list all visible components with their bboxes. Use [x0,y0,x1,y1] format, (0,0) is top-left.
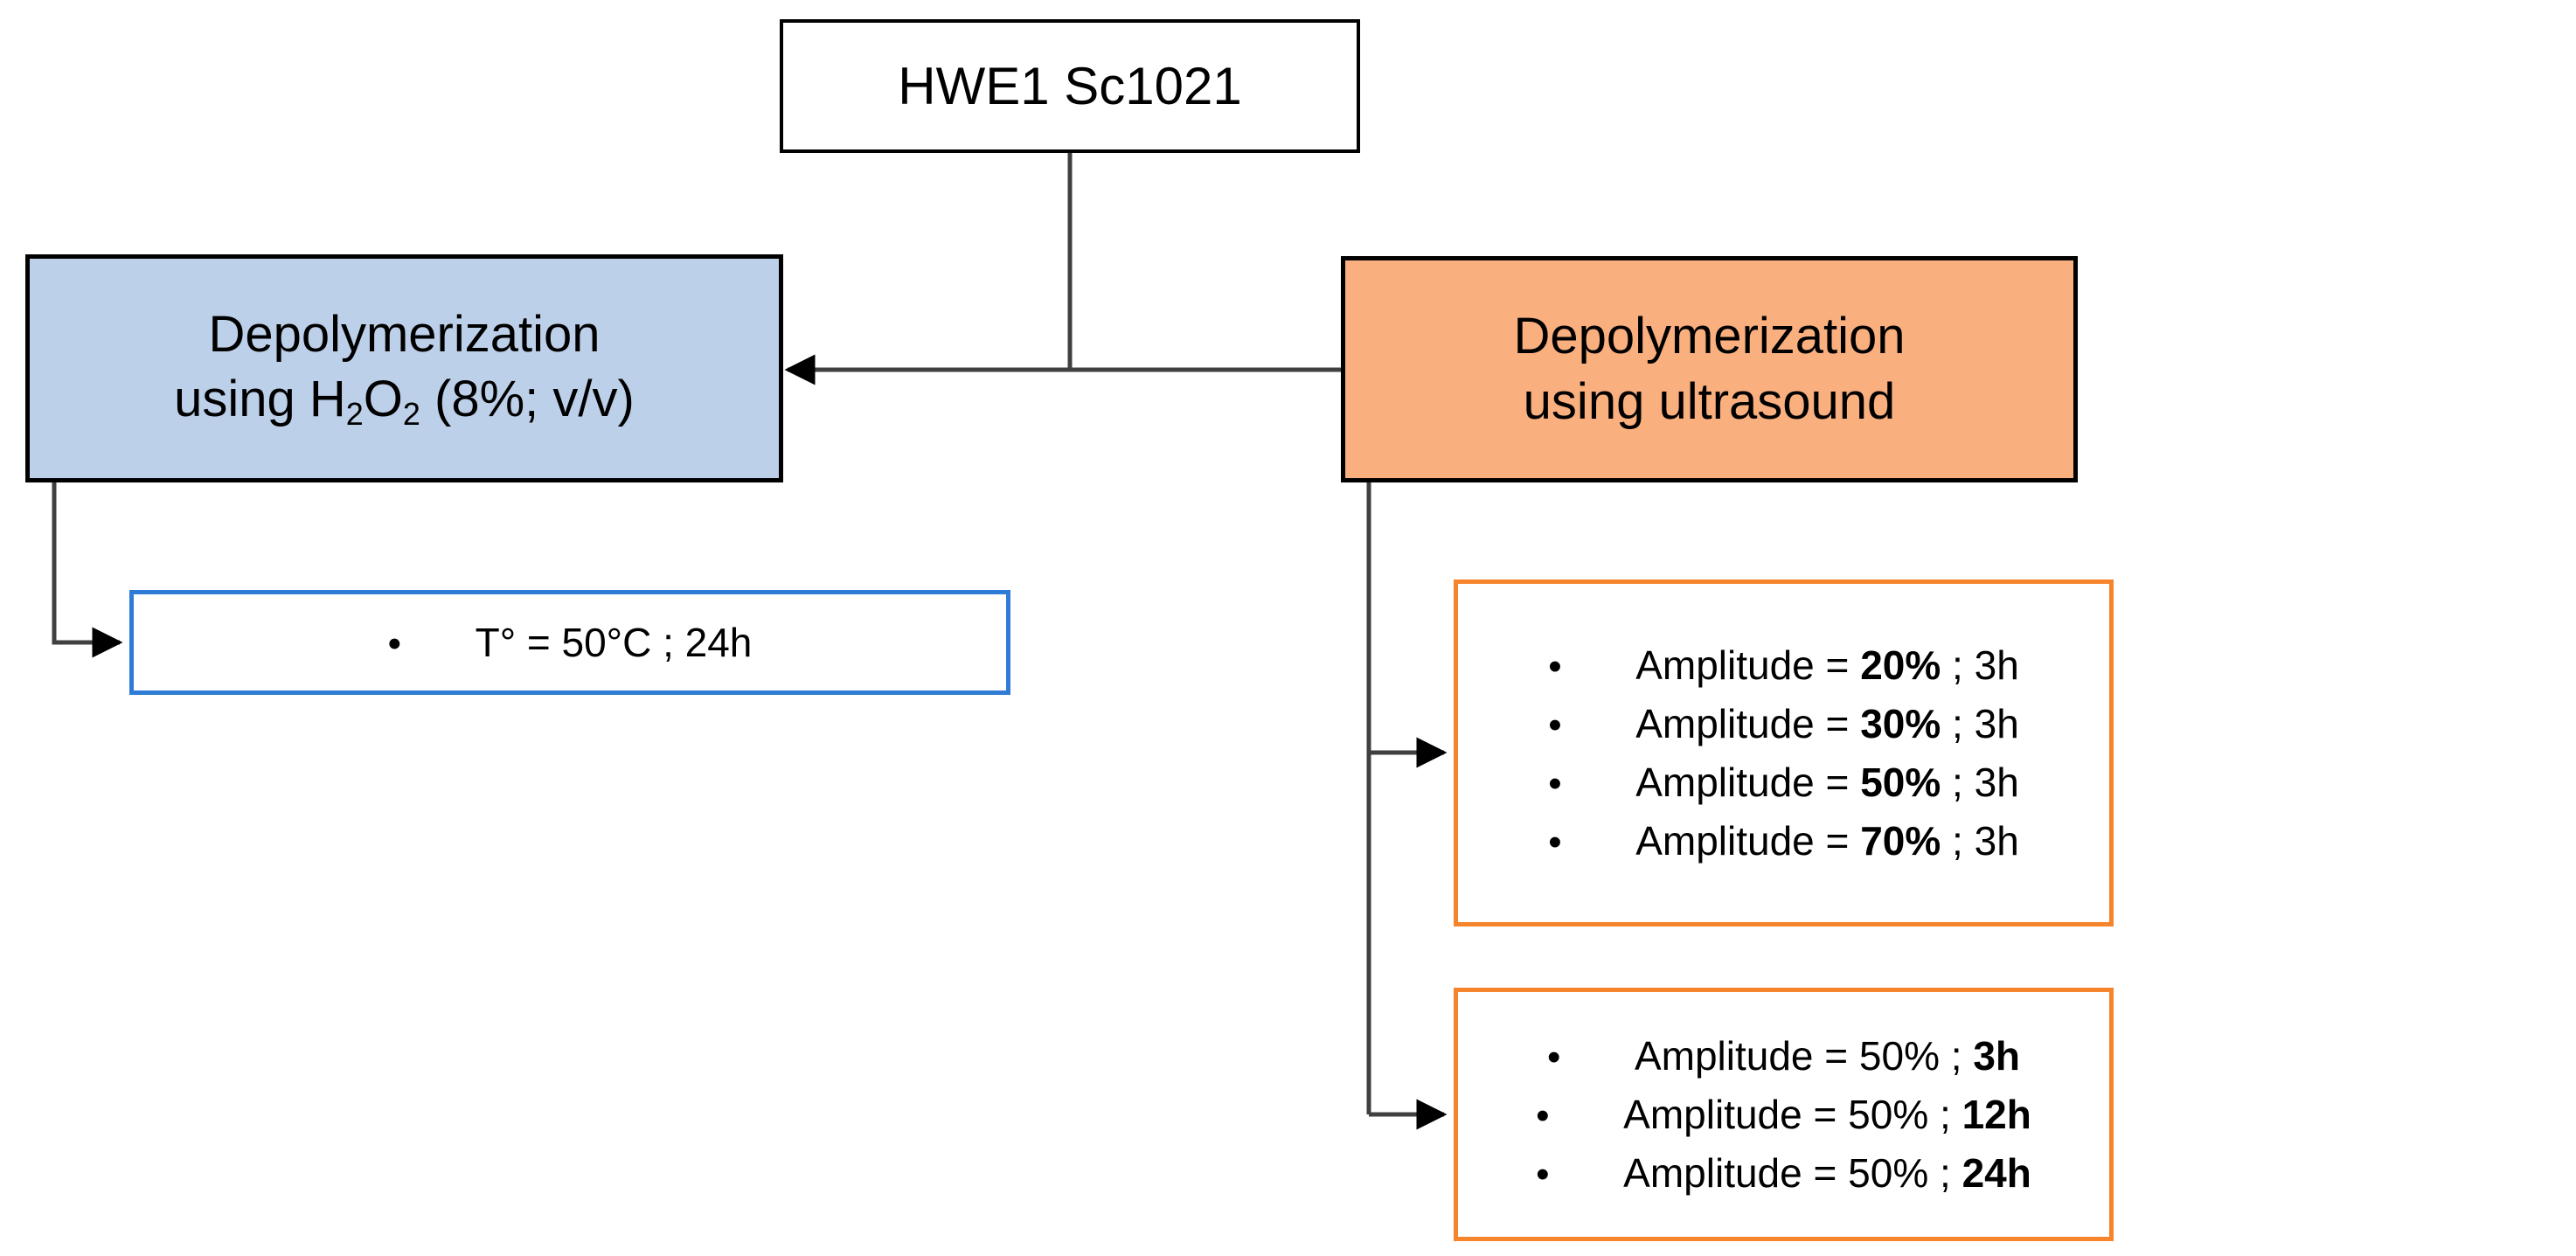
list-item: • Amplitude = 20% ; 3h [1458,636,2109,695]
amplitude-sweep-suffix: ; 3h [1941,817,2019,864]
node-depolymerization-h2o2-label: Depolymerization using H2O2 (8%; v/v) [174,302,635,434]
amplitude-sweep-emphasis: 20% [1860,642,1941,688]
list-item: • Amplitude = 50% ; 3h [1458,1027,2109,1086]
amplitude-sweep-suffix: ; 3h [1941,642,2019,688]
amplitude-sweep-prefix: Amplitude = [1635,700,1861,746]
h2o2-label-prefix: using H [174,371,346,428]
h2o2-label-mid: O [363,371,403,428]
duration-sweep-list: • Amplitude = 50% ; 3h • Amplitude = 50%… [1458,1027,2109,1203]
detail-box-h2o2-conditions: • T° = 50°C ; 24h [129,590,1010,695]
duration-sweep-prefix: Amplitude = 50% ; [1634,1032,1974,1079]
list-item: • Amplitude = 30% ; 3h [1458,695,2109,753]
detail-box-amplitude-sweep: • Amplitude = 20% ; 3h • Amplitude = 30%… [1454,579,2114,926]
list-item: • Amplitude = 50% ; 12h [1458,1086,2109,1144]
h2o2-condition-list: • T° = 50°C ; 24h [134,622,1006,663]
amplitude-sweep-list: • Amplitude = 20% ; 3h • Amplitude = 30%… [1458,636,2109,871]
amplitude-sweep-emphasis: 30% [1860,700,1941,746]
amplitude-sweep-prefix: Amplitude = [1635,642,1861,688]
h2o2-label-line-1: Depolymerization [208,305,601,363]
bullet-icon: • [387,621,401,665]
list-item: • Amplitude = 50% ; 3h [1458,753,2109,812]
duration-sweep-prefix: Amplitude = 50% ; [1623,1091,1962,1137]
amplitude-sweep-text: Amplitude = 50% ; 3h [1635,762,2019,802]
ultrasound-label-line-1: Depolymerization [1513,308,1906,365]
detail-box-duration-sweep: • Amplitude = 50% ; 3h • Amplitude = 50%… [1454,988,2114,1241]
bullet-icon: • [1536,1093,1550,1137]
duration-sweep-emphasis: 12h [1962,1091,2031,1137]
ultrasound-label-line-2: using ultrasound [1523,372,1896,430]
h2o2-subscript-second: 2 [402,396,420,433]
duration-sweep-emphasis: 3h [1973,1032,2021,1079]
list-item: • Amplitude = 70% ; 3h [1458,812,2109,871]
amplitude-sweep-emphasis: 50% [1860,759,1941,805]
bullet-icon: • [1548,820,1562,864]
node-depolymerization-h2o2: Depolymerization using H2O2 (8%; v/v) [25,254,783,482]
h2o2-label-line-2: using H2O2 (8%; v/v) [174,371,635,432]
amplitude-sweep-emphasis: 70% [1860,817,1941,864]
h2o2-condition-text: T° = 50°C ; 24h [475,619,753,665]
bullet-icon: • [1548,761,1562,805]
amplitude-sweep-suffix: ; 3h [1941,700,2019,746]
bullet-icon: • [1548,644,1562,688]
list-item: • T° = 50°C ; 24h [134,622,1006,663]
duration-sweep-prefix: Amplitude = 50% ; [1623,1149,1962,1196]
h2o2-subscript-first: 2 [345,396,364,433]
amplitude-sweep-prefix: Amplitude = [1635,817,1861,864]
duration-sweep-text: Amplitude = 50% ; 12h [1623,1094,2031,1135]
duration-sweep-text: Amplitude = 50% ; 3h [1635,1036,2020,1076]
node-sample-title: HWE1 Sc1021 [780,19,1360,153]
node-depolymerization-ultrasound: Depolymerization using ultrasound [1341,256,2078,482]
amplitude-sweep-text: Amplitude = 20% ; 3h [1635,645,2019,685]
amplitude-sweep-suffix: ; 3h [1941,759,2019,805]
connector-blue-to-detail [52,482,123,658]
duration-sweep-emphasis: 24h [1962,1149,2031,1196]
node-sample-title-label: HWE1 Sc1021 [898,57,1242,115]
list-item: • Amplitude = 50% ; 24h [1458,1144,2109,1203]
bullet-icon: • [1546,1035,1561,1079]
amplitude-sweep-text: Amplitude = 70% ; 3h [1635,821,2019,861]
bullet-icon: • [1536,1152,1550,1196]
bullet-icon: • [1548,703,1562,746]
h2o2-label-suffix: (8%; v/v) [420,371,635,428]
node-depolymerization-ultrasound-label: Depolymerization using ultrasound [1513,304,1905,434]
duration-sweep-text: Amplitude = 50% ; 24h [1623,1153,2031,1193]
amplitude-sweep-prefix: Amplitude = [1635,759,1861,805]
amplitude-sweep-text: Amplitude = 30% ; 3h [1635,704,2019,744]
